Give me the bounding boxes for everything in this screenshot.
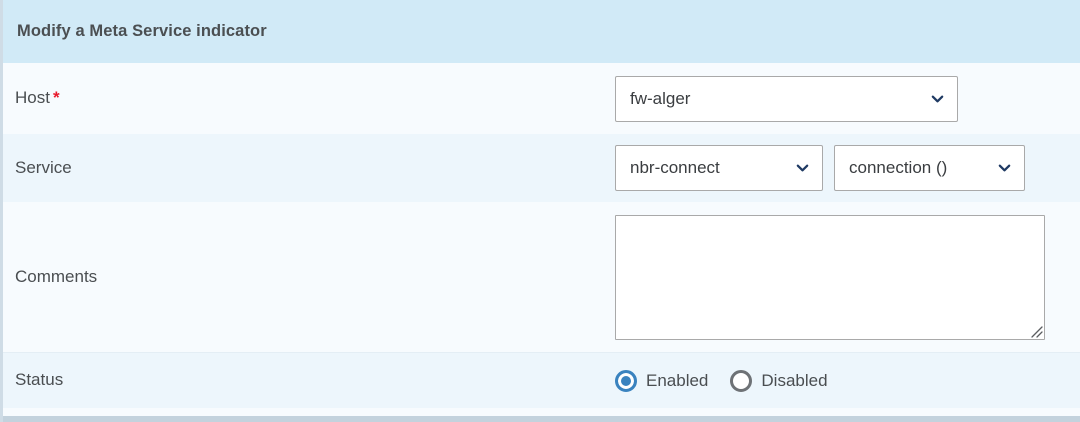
comments-field xyxy=(615,214,1068,340)
status-field: Enabled Disabled xyxy=(615,369,1068,392)
comments-textarea-wrap xyxy=(615,214,1045,340)
chevron-down-icon xyxy=(930,91,945,106)
metric-select[interactable]: connection () xyxy=(834,145,1025,191)
radio-selected-icon[interactable] xyxy=(615,369,637,392)
status-radio-group: Enabled Disabled xyxy=(615,369,828,392)
host-label-text: Host xyxy=(15,88,50,108)
form-row-comments: Comments xyxy=(3,202,1080,352)
service-label-text: Service xyxy=(15,157,72,177)
comments-label: Comments xyxy=(15,267,615,287)
host-select[interactable]: fw-alger xyxy=(615,75,958,122)
form-row-status: Status Enabled Disabled xyxy=(3,352,1080,408)
status-option-enabled-label: Enabled xyxy=(646,370,709,390)
service-select[interactable]: nbr-connect xyxy=(615,145,823,191)
panel-header: Modify a Meta Service indicator xyxy=(3,0,1080,63)
bottom-divider xyxy=(3,416,1080,422)
status-option-enabled[interactable]: Enabled xyxy=(615,369,709,392)
comments-input[interactable] xyxy=(615,214,1045,340)
host-select-value: fw-alger xyxy=(630,88,691,108)
status-option-disabled[interactable]: Disabled xyxy=(730,369,828,392)
comments-label-text: Comments xyxy=(15,266,98,286)
required-asterisk: * xyxy=(52,88,60,108)
status-label: Status xyxy=(15,370,615,390)
host-label: Host* xyxy=(15,88,615,108)
form-row-host: Host* fw-alger xyxy=(3,63,1080,134)
page-title: Modify a Meta Service indicator xyxy=(17,22,267,40)
service-select-value: nbr-connect xyxy=(630,158,720,177)
chevron-down-icon xyxy=(997,161,1012,176)
status-option-disabled-label: Disabled xyxy=(761,370,828,390)
service-label: Service xyxy=(15,158,615,178)
radio-unselected-icon[interactable] xyxy=(730,369,753,392)
status-label-text: Status xyxy=(15,370,64,390)
service-field: nbr-connect connection () xyxy=(615,145,1068,191)
host-field: fw-alger xyxy=(615,75,1068,122)
form-row-service: Service nbr-connect connection () xyxy=(3,134,1080,202)
metric-select-value: connection () xyxy=(849,158,948,177)
chevron-down-icon xyxy=(795,161,810,176)
